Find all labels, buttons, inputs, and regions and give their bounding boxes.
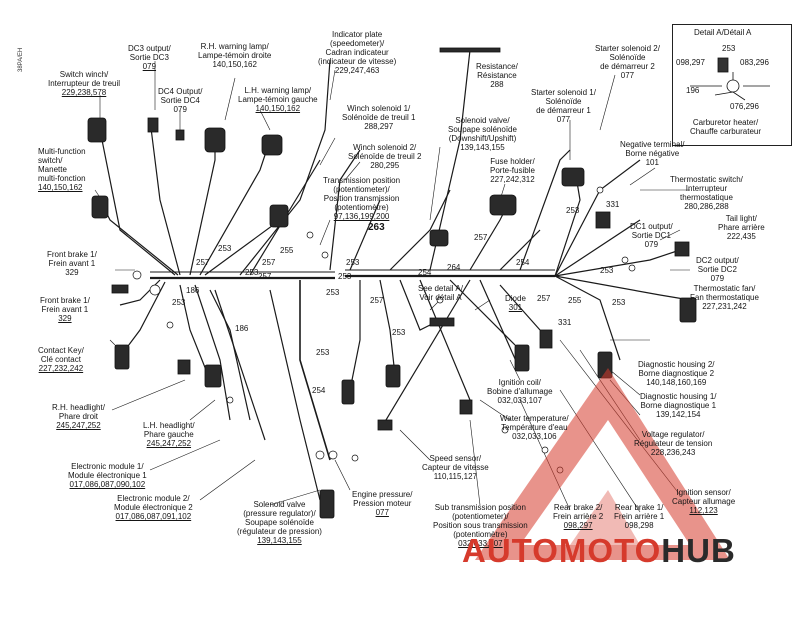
label-negative-terminal: Negative terminal/ Borne négative 101 xyxy=(620,140,685,167)
wire-number: 257 xyxy=(262,258,276,267)
detail-ref-098: 098,297 xyxy=(676,58,705,67)
detail-ref-083: 083,296 xyxy=(740,58,769,67)
label-rear-brake-2: Rear brake 2/ Frein arrière 2 098,297 xyxy=(553,503,604,530)
label-sub-transmission: Sub transmission position (potentiometer… xyxy=(433,503,528,548)
label-solenoid-valve-pressure: Solenoid valve (pressure regulator)/ Sou… xyxy=(237,500,322,545)
label-multi-function: Multi-function switch/ Manette multi-fon… xyxy=(38,147,86,192)
label-contact-key: Contact Key/ Clé contact 227,232,242 xyxy=(38,346,84,373)
wire-number: 257 xyxy=(258,272,272,281)
label-resistance: Resistance/ Résistance 288 xyxy=(476,62,518,89)
wire-number: 253 xyxy=(338,272,352,281)
wire-number: 331 xyxy=(558,318,572,327)
detail-ref-253: 253 xyxy=(722,44,736,53)
wire-number: 264 xyxy=(447,263,461,272)
label-starter-solenoid-2: Starter solenoid 2/ Solénoïde de démarre… xyxy=(595,44,660,80)
wire-number: 253 xyxy=(172,298,186,307)
side-code: 38PA/EH xyxy=(18,47,24,72)
label-rear-brake-1: Rear brake 1/ Frein arrière 1 098,298 xyxy=(614,503,665,530)
wire-number: 255 xyxy=(568,296,582,305)
label-voltage-regulator: Voltage regulator/ Régulateur de tension… xyxy=(634,430,713,457)
wire-number: 331 xyxy=(606,200,620,209)
wire-number: 253 xyxy=(326,288,340,297)
label-starter-solenoid-1: Starter solenoid 1/ Solénoïde de démarre… xyxy=(531,88,596,124)
wire-number: 263 xyxy=(368,222,385,233)
label-dc2-output: DC2 output/ Sortie DC2 079 xyxy=(696,256,739,283)
wire-number: 186 xyxy=(186,286,200,295)
label-diagnostic-housing-2: Diagnostic housing 2/ Borne diagnostique… xyxy=(638,360,715,387)
label-diode: Diode 301 xyxy=(505,294,526,312)
wire-number: 253 xyxy=(566,206,580,215)
label-water-temperature: Water temperature/ Température d'eau 032… xyxy=(500,414,569,441)
wire-number: 253 xyxy=(218,244,232,253)
detail-caption: Carburetor heater/ Chauffe carburateur xyxy=(690,118,762,136)
label-dc1-output: DC1 output/ Sortie DC1 079 xyxy=(630,222,673,249)
label-electronic-module-1: Electronic module 1/ Module électronique… xyxy=(68,462,147,489)
detail-title: Detail A/Détail A xyxy=(694,28,752,37)
label-rh-warning-lamp: R.H. warning lamp/ Lampe-témoin droite 1… xyxy=(198,42,272,69)
label-transmission-position: Transmission position (potentiometer)/ P… xyxy=(323,176,401,221)
wire-number: 257 xyxy=(370,296,384,305)
wire-number: 186 xyxy=(235,324,249,333)
label-diagnostic-housing-1: Diagnostic housing 1/ Borne diagnostique… xyxy=(640,392,717,419)
watermark-text: AUTOMOTOHUB xyxy=(462,532,736,569)
label-front-brake-1b: Front brake 1/ Frein avant 1 329 xyxy=(40,296,90,323)
label-switch-winch: Switch winch/ Interrupteur de treuil 229… xyxy=(48,70,121,97)
wire-number: 257 xyxy=(196,258,210,267)
label-lh-warning-lamp: L.H. warning lamp/ Lampe-témoin gauche 1… xyxy=(238,86,318,113)
label-dc3-output: DC3 output/ Sortie DC3 079 xyxy=(128,44,171,71)
wire-number: 253 xyxy=(392,328,406,337)
label-dc4-output: DC4 Output/ Sortie DC4 079 xyxy=(158,87,203,114)
label-lh-headlight: L.H. headlight/ Phare gauche 245,247,252 xyxy=(143,421,195,448)
label-solenoid-valve-downshift: Solenoid valve/ Soupape solénoïde (Downs… xyxy=(448,116,517,152)
wire-number: 254 xyxy=(418,268,432,277)
wire-number: 257 xyxy=(537,294,551,303)
wire-number: 253 xyxy=(600,266,614,275)
wire-number: 253 xyxy=(316,348,330,357)
label-thermostatic-fan: Thermostatic fan/ Fan thermostatique 227… xyxy=(690,284,759,311)
label-electronic-module-2: Electronic module 2/ Module électronique… xyxy=(114,494,193,521)
wire-number: 253 xyxy=(245,268,259,277)
wire-number: 253 xyxy=(346,258,360,267)
label-see-detail: See detail A/ Voir détail A xyxy=(418,284,463,302)
detail-a-box xyxy=(672,24,792,146)
wire-number: 254 xyxy=(516,258,530,267)
wire-number: 257 xyxy=(474,233,488,242)
detail-ref-196: 196 xyxy=(686,86,700,95)
detail-ref-076: 076,296 xyxy=(730,102,759,111)
label-winch-solenoid-2: Winch solenoid 2/ Solénoïde de treuil 2 … xyxy=(348,143,422,170)
label-thermostatic-switch: Thermostatic switch/ Interrupteur thermo… xyxy=(670,175,743,211)
label-speed-sensor: Speed sensor/ Capteur de vitesse 110,115… xyxy=(422,454,489,481)
label-ignition-sensor: Ignition sensor/ Capteur allumage 112,12… xyxy=(672,488,736,515)
label-ignition-coil: Ignition coil/ Bobine d'allumage 032,033… xyxy=(487,378,553,405)
label-tail-light: Tail light/ Phare arrière 222,435 xyxy=(718,214,765,241)
label-indicator-plate: Indicator plate (speedometer)/ Cadran in… xyxy=(318,30,397,75)
label-engine-pressure: Engine pressure/ Pression moteur 077 xyxy=(352,490,413,517)
label-rh-headlight: R.H. headlight/ Phare droit 245,247,252 xyxy=(52,403,105,430)
wire-number: 255 xyxy=(280,246,294,255)
label-winch-solenoid-1: Winch solenoid 1/ Solénoïde de treuil 1 … xyxy=(342,104,416,131)
label-fuse-holder: Fuse holder/ Porte-fusible 227,242,312 xyxy=(490,157,535,184)
wire-number: 253 xyxy=(612,298,626,307)
wire-number: 254 xyxy=(312,386,326,395)
label-front-brake-1a: Front brake 1/ Frein avant 1 329 xyxy=(47,250,97,277)
